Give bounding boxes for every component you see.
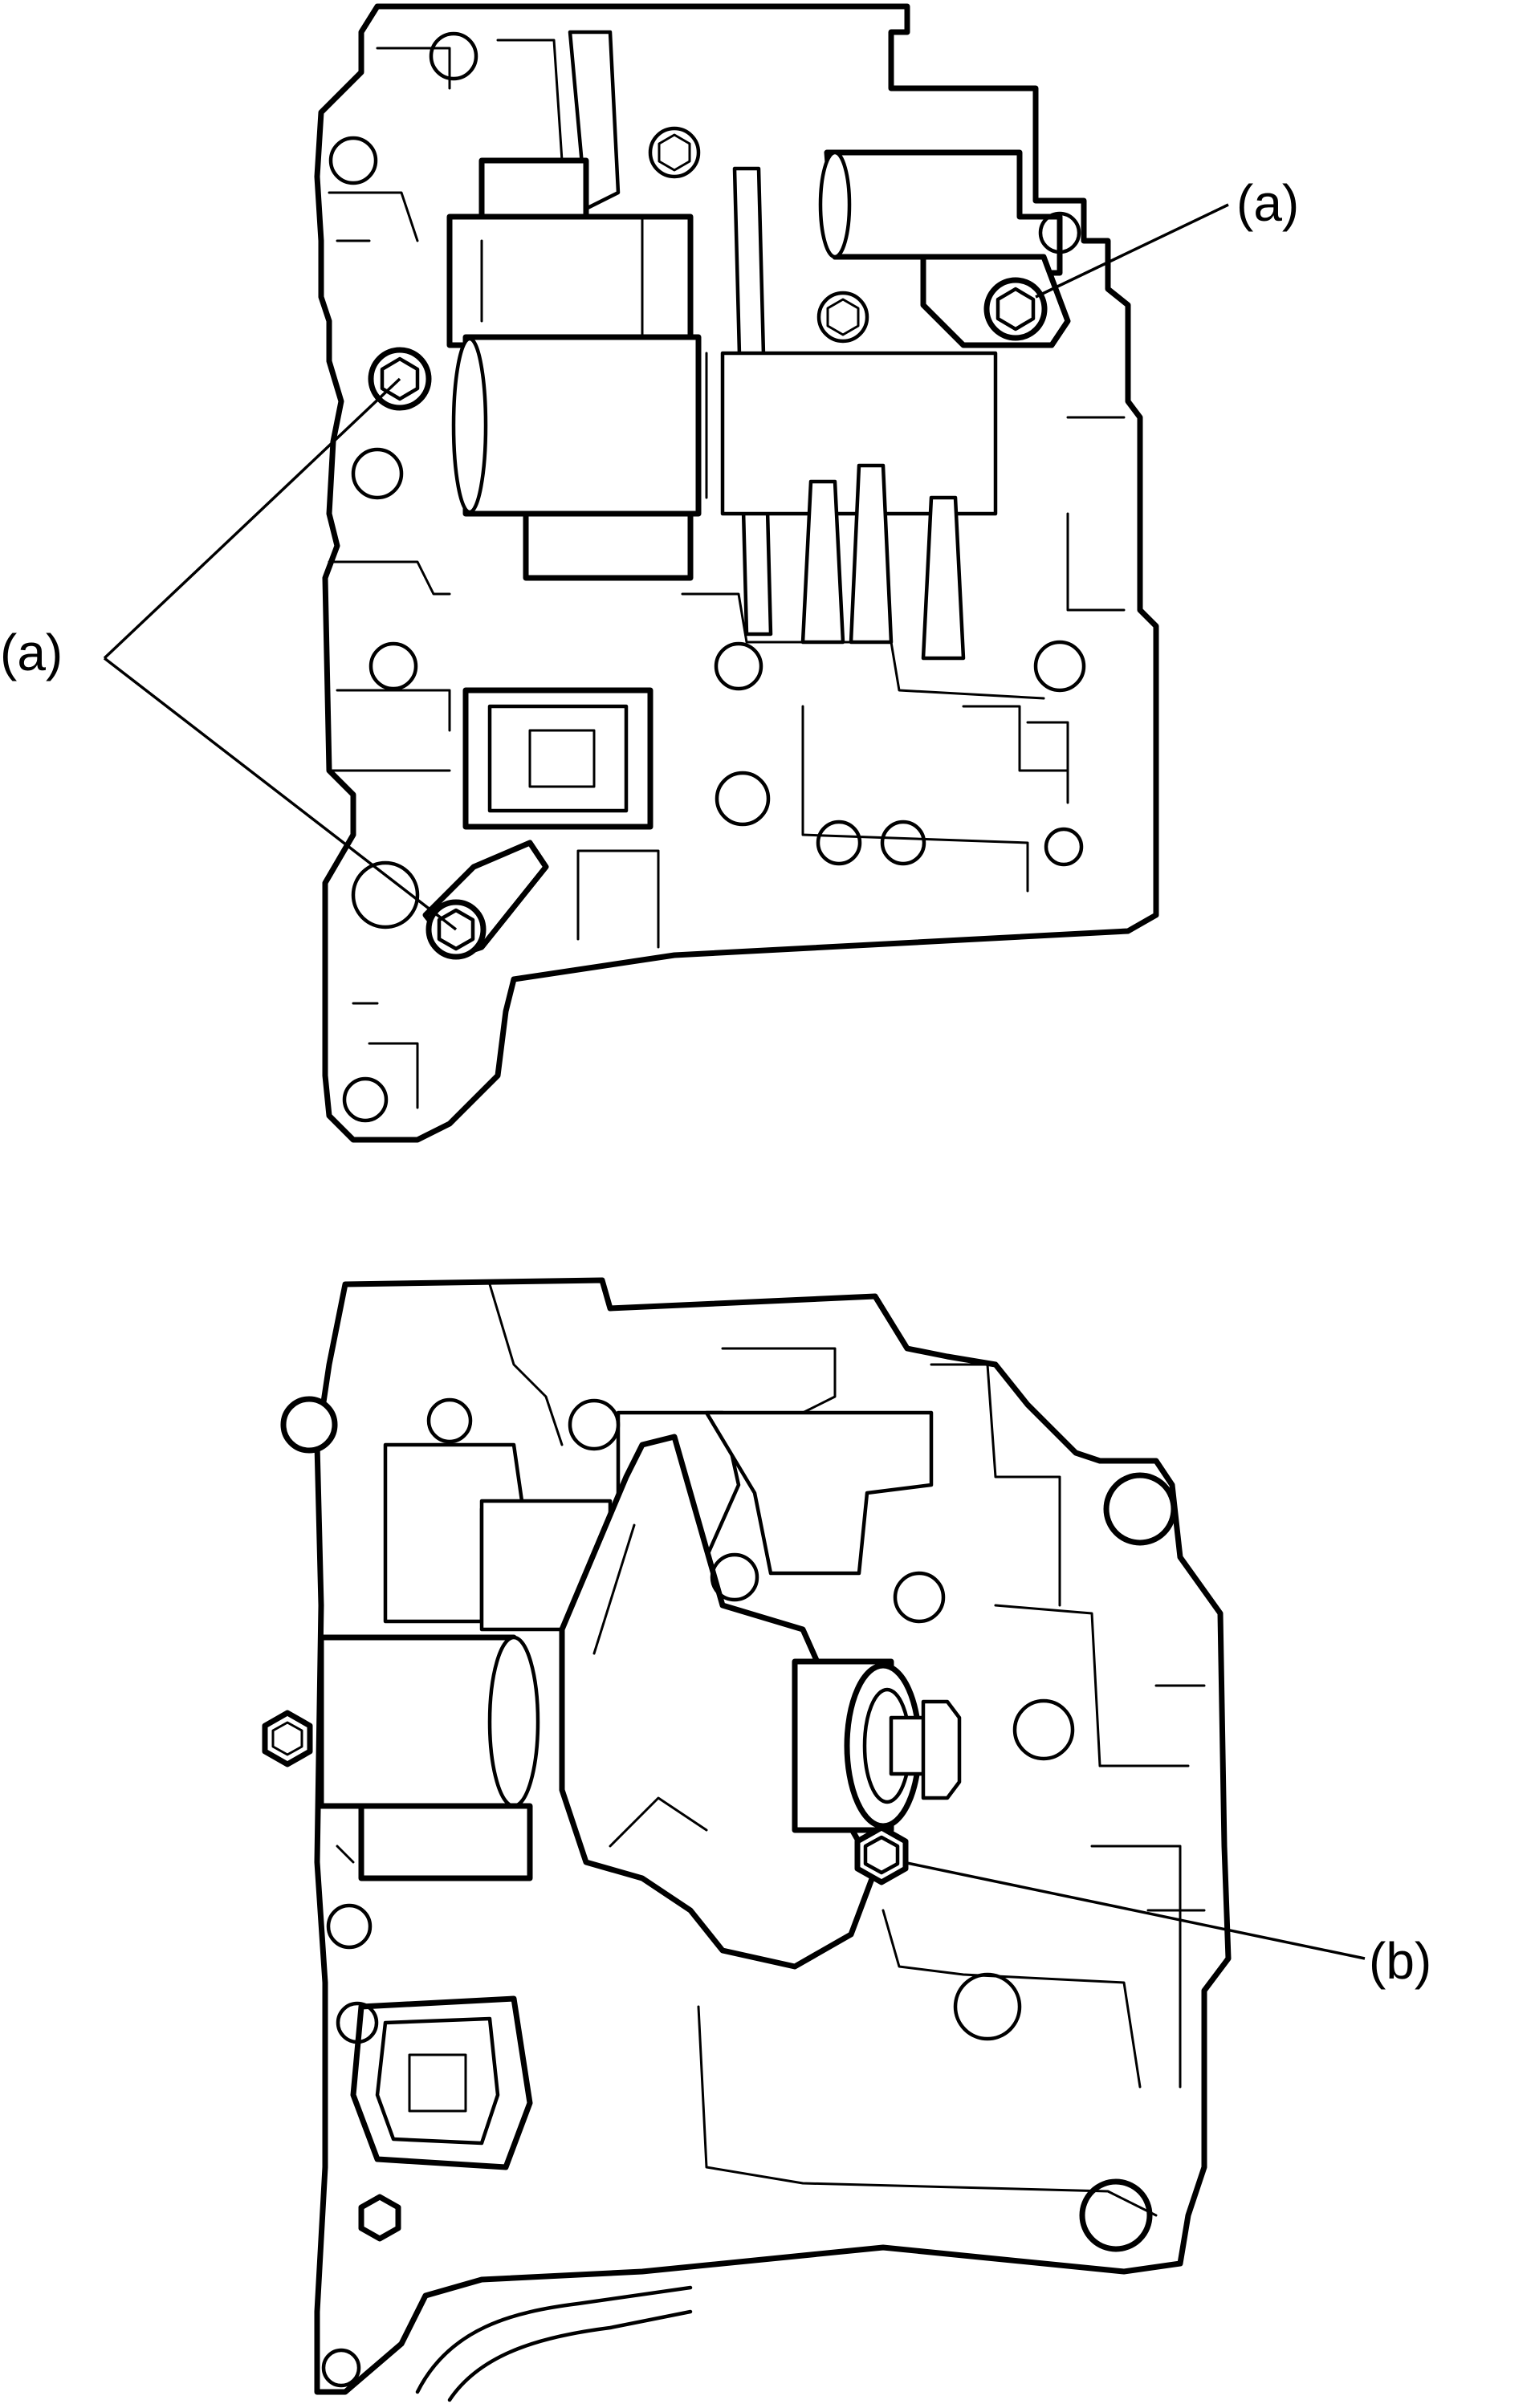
bottom-hole [426, 1397, 473, 1444]
top-bolt-a-right [983, 277, 1048, 341]
top-solenoid-upper-left-cap [480, 215, 644, 347]
top-internal-line-8 [352, 1002, 419, 1109]
top-solenoid-upper-right-end [818, 150, 852, 259]
top-solenoid-center-end [451, 336, 488, 515]
top-hole [342, 1076, 389, 1123]
top-solenoid-center-valve [720, 351, 998, 516]
callout-b-bottom: (b) [1369, 1932, 1431, 1990]
top-hole [429, 31, 478, 81]
bottom-bolt-b [854, 1824, 909, 1885]
top-internal-line-6 [801, 705, 1029, 893]
leader-a-left-to-upper-bolt [103, 377, 401, 660]
bottom-valve-body [262, 1277, 1366, 2402]
top-hole [880, 820, 926, 866]
top-valve-body [103, 3, 1229, 1143]
top-hole [714, 641, 763, 691]
bottom-connector-inner [375, 2016, 500, 2146]
top-valve-plug-1 [800, 479, 845, 645]
bottom-hole [321, 2348, 361, 2388]
bottom-hole [953, 1972, 1022, 2041]
top-internal-line-4 [328, 689, 451, 772]
bottom-internal-line-4 [994, 1604, 1190, 1767]
bottom-internal-line-3 [930, 1363, 1061, 1607]
bottom-bolt [568, 1398, 621, 1451]
bottom-hole [336, 2001, 379, 2044]
bottom-solenoid-center-nut [921, 1699, 962, 1800]
bottom-internal-line-2 [721, 1347, 837, 1414]
top-internal-line-10 [1066, 416, 1126, 612]
top-internal-line-3 [328, 560, 451, 596]
top-bolt [816, 291, 869, 344]
top-hole [351, 860, 420, 929]
bottom-upper-right-boss [704, 1410, 934, 1576]
top-bolt [648, 126, 701, 179]
callout-a-top-right: (a) [1236, 174, 1299, 232]
top-solenoid-center-body [462, 334, 702, 517]
top-connector-housing [462, 687, 653, 830]
top-hole [715, 771, 771, 827]
bottom-harness-2 [447, 2309, 693, 2402]
bottom-internal-line-9 [1146, 1684, 1206, 1912]
bottom-bolt-hex-left [262, 1710, 313, 1767]
top-hole [368, 641, 418, 691]
callout-a-left: (a) [0, 624, 63, 681]
bottom-hole [1012, 1698, 1075, 1761]
bottom-hole [893, 1571, 946, 1624]
bottom-internal-line-7 [697, 2005, 1158, 2217]
top-solenoid-upper-left-connector [478, 157, 589, 220]
top-internal-line-1 [376, 39, 564, 162]
leader-b [902, 1861, 1366, 1960]
top-solenoid-center-connector [523, 510, 694, 581]
top-hole [1044, 827, 1084, 867]
top-internal-line-11 [1026, 721, 1069, 804]
top-hole [1033, 640, 1086, 693]
bottom-solenoid-large-body [318, 1634, 517, 1809]
bottom-hole [1103, 1472, 1177, 1546]
bottom-connector-housing [350, 1995, 533, 2170]
top-hole [816, 820, 862, 866]
top-solenoid-upper-right [824, 149, 1063, 276]
bottom-hole [1079, 2178, 1153, 2252]
bottom-bolt [280, 1396, 338, 1454]
top-connector-pin [528, 729, 596, 788]
top-hole [351, 447, 404, 500]
top-hole [1038, 211, 1081, 254]
bottom-internal-line-1 [488, 1283, 564, 1446]
bottom-central-casting-inner [592, 1523, 708, 1848]
bottom-solenoid-large-connector [358, 1803, 533, 1881]
bottom-harness [415, 2285, 693, 2394]
bottom-connector-pin [408, 2053, 467, 2113]
bottom-hole [710, 1552, 759, 1602]
leader-a-top-right [1035, 203, 1229, 299]
bottom-internal-line-6 [882, 1909, 1142, 2089]
bottom-hole [326, 1903, 373, 1950]
top-valve-plug-3 [921, 495, 966, 661]
top-solenoid-upper-left [446, 214, 694, 348]
bottom-internal-line-5 [1090, 1845, 1182, 2089]
top-connector-inner [487, 704, 629, 813]
leader-a-left-to-lower-bolt [103, 657, 458, 931]
top-internal-line-9 [576, 849, 660, 949]
top-valve-plug-2 [849, 463, 894, 645]
top-internal-line-7 [962, 705, 1069, 772]
bottom-solenoid-large-end [487, 1635, 540, 1808]
top-hole [328, 136, 378, 185]
bottom-bolt-hex-lower-left [358, 2194, 401, 2242]
top-internal-line-2 [328, 191, 419, 242]
